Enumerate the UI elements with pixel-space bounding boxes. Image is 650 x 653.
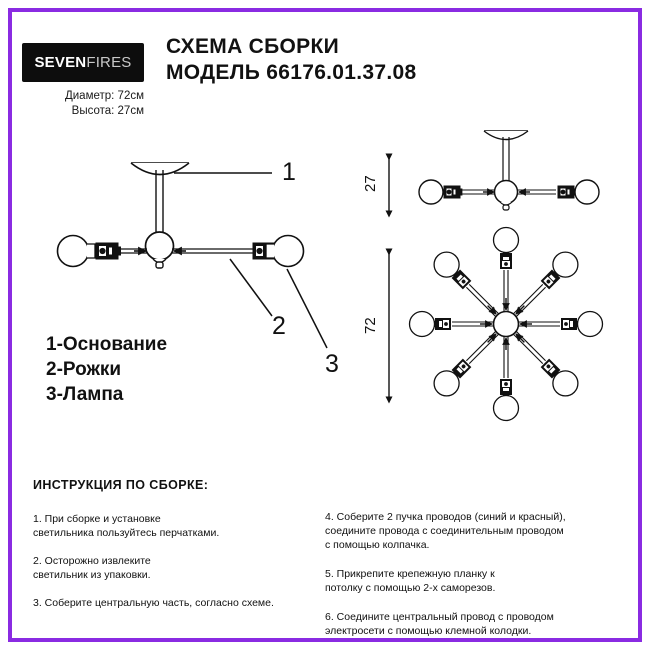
plan-arm	[512, 330, 579, 397]
vertical-rod	[155, 170, 164, 244]
callout-leaders	[174, 172, 328, 349]
side-socket-left	[443, 185, 463, 199]
instruction-step: 4. Соберите 2 пучка проводов (синий и кр…	[325, 511, 566, 551]
spec-height: Высота: 27см	[71, 105, 144, 117]
callout-3: 3	[325, 350, 339, 378]
dimension-height: 27	[362, 153, 393, 218]
page-title: СХЕМА СБОРКИ МОДЕЛЬ 66176.01.37.08	[166, 34, 416, 86]
side-socket-right	[557, 185, 577, 199]
side-central-hub	[493, 179, 519, 211]
title-line-2: МОДЕЛЬ 66176.01.37.08	[166, 61, 417, 84]
instruction-step: 2. Осторожно извлеките светильник из упа…	[33, 555, 151, 581]
side-vertical-rod	[502, 137, 510, 183]
main-elevation-view	[56, 162, 305, 269]
instruction-step: 3. Соберите центральную часть, согласно …	[33, 597, 274, 609]
arm-right	[172, 246, 253, 256]
dimension-diameter-label: 72	[362, 317, 379, 334]
side-bulb-left	[418, 179, 444, 205]
instruction-step: 5. Прикрепите крепежную планку к потолку…	[325, 568, 496, 594]
ceiling-cup	[130, 162, 190, 176]
plan-view	[408, 226, 604, 422]
side-arm-right	[517, 188, 556, 196]
dimension-diameter: 72	[362, 248, 393, 404]
plan-arm	[492, 226, 520, 312]
plan-arm	[512, 251, 579, 318]
bulb-neck-left	[87, 243, 96, 259]
central-hub	[144, 231, 175, 269]
socket-right	[252, 242, 278, 260]
socket-left	[95, 242, 121, 260]
plan-arm	[433, 251, 500, 318]
logo-text-secondary: FIRES	[86, 54, 132, 71]
dimension-height-label: 27	[362, 175, 379, 192]
product-specs: Диаметр: 72см Высота: 27см	[0, 89, 144, 119]
callout-2: 2	[272, 312, 286, 340]
instruction-step: 1. При сборке и установке светильника по…	[33, 513, 220, 539]
instructions-column-right: 4. Соберите 2 пучка проводов (синий и кр…	[325, 510, 625, 653]
side-arm-left	[462, 188, 495, 196]
instruction-step: 6. Соедините центральный провод с провод…	[325, 611, 554, 637]
plan-arm	[492, 336, 520, 422]
bulb-right	[271, 234, 305, 268]
bulb-left	[56, 234, 90, 268]
callout-1: 1	[282, 158, 296, 186]
side-ceiling-cup	[483, 130, 529, 141]
parts-legend: 1-Основание 2-Рожки 3-Лампа	[46, 332, 167, 407]
legend-item-arms: 2-Рожки	[46, 359, 122, 380]
legend-item-base: 1-Основание	[46, 334, 168, 355]
legend-item-lamp: 3-Лампа	[46, 384, 124, 405]
leader-line-3	[286, 268, 328, 349]
instructions-heading: ИНСТРУКЦИЯ ПО СБОРКЕ:	[33, 478, 209, 492]
arm-left	[119, 246, 147, 256]
title-line-1: СХЕМА СБОРКИ	[166, 35, 339, 58]
side-bulb-right	[574, 179, 600, 205]
side-elevation-view	[418, 130, 600, 211]
bulb-neck-right	[265, 243, 274, 259]
plan-arms	[408, 226, 604, 422]
plan-arm	[518, 310, 604, 338]
plan-central-hub	[492, 310, 520, 338]
instructions-column-left: 1. При сборке и установке светильника по…	[33, 512, 303, 624]
plan-arm	[433, 330, 500, 397]
logo-text-primary: SEVEN	[34, 54, 87, 71]
plan-arm	[408, 310, 494, 338]
spec-diameter: Диаметр: 72см	[64, 90, 144, 102]
leader-line-2	[229, 258, 273, 317]
